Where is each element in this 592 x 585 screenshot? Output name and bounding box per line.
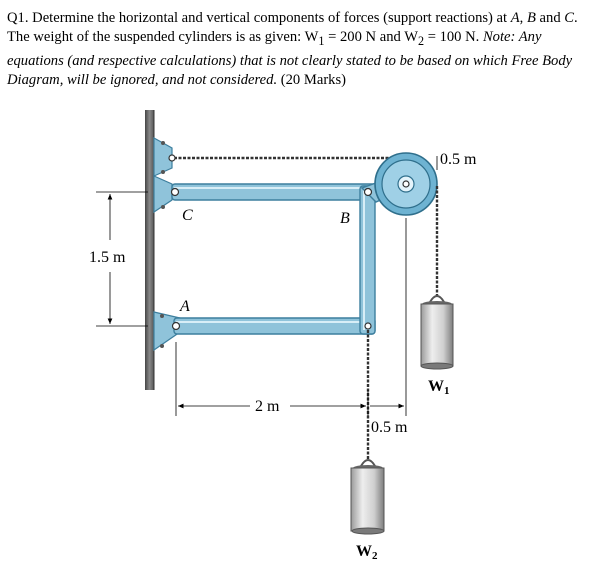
pin-cable-end	[364, 322, 372, 330]
dim-height-label: 1.5 m	[89, 249, 126, 266]
label-a: A	[179, 298, 190, 315]
pin-c	[170, 187, 180, 197]
pulley	[374, 152, 438, 216]
cylinder-w1	[420, 295, 454, 370]
dim-pulley-label: 0.5 m	[440, 151, 477, 168]
dim-offset-label: 0.5 m	[371, 419, 408, 436]
question-text: Q1. Determine the horizontal and vertica…	[7, 10, 578, 88]
wall	[145, 110, 154, 390]
pin-b	[363, 187, 373, 197]
member-cb	[171, 183, 378, 201]
pin-a	[171, 321, 181, 331]
question-note: Note: Any equations (and respective calc…	[7, 29, 573, 88]
question-marks: (20 Marks)	[277, 71, 347, 88]
dimension-offset: 0.5 m	[370, 218, 408, 436]
label-w2: W2	[356, 543, 378, 562]
dimension-pulley: 0.5 m	[436, 151, 477, 170]
question-number: Q1.	[7, 10, 29, 26]
point-c-ref: C	[564, 10, 574, 26]
dimension-height: 1.5 m	[89, 191, 148, 327]
point-a-ref: A	[510, 10, 520, 26]
dimension-width: 2 m	[175, 342, 369, 416]
cylinder-w2	[350, 459, 385, 535]
wall-bracket-top	[153, 136, 173, 177]
label-b: B	[340, 210, 350, 227]
dim-width-label: 2 m	[255, 398, 280, 415]
label-c: C	[182, 207, 193, 224]
label-w1: W1	[428, 378, 450, 397]
wall-bracket-c	[153, 175, 173, 214]
point-b-ref: B	[526, 10, 536, 26]
